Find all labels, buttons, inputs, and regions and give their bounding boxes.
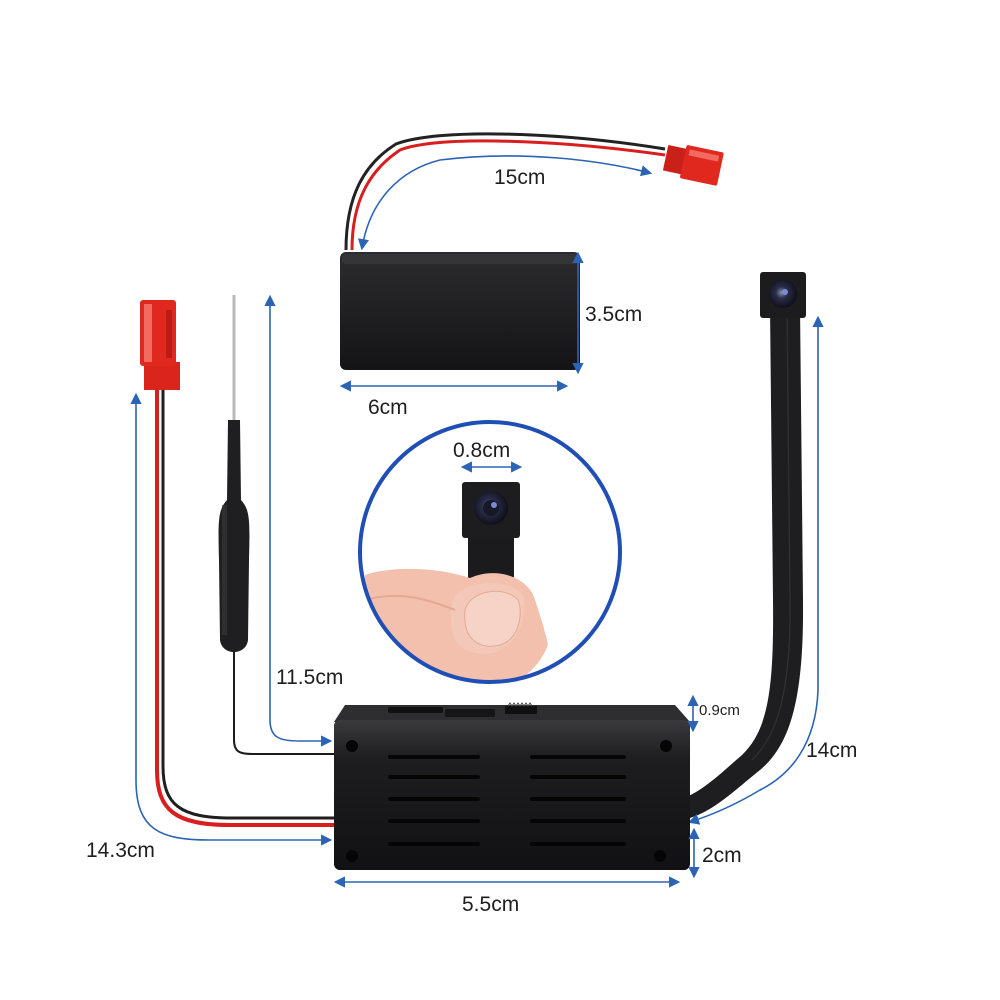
- antenna-dimension-curve: [269, 719, 333, 747]
- power-cable-red: [155, 388, 338, 827]
- power-cable-dimension-curve: [135, 779, 333, 846]
- battery-body: [340, 252, 580, 370]
- camera-ribbon-assembly: [680, 272, 806, 818]
- module-height-label: 2cm: [702, 844, 742, 867]
- module-thickness-label: 0.9cm: [699, 702, 740, 719]
- power-cable-black: [161, 388, 338, 820]
- zoom-circle-border: [358, 420, 622, 684]
- battery-connector: [662, 144, 724, 186]
- antenna-assembly: [218, 295, 336, 755]
- battery-assembly: [340, 132, 724, 370]
- ribbon-cable-length-label: 14cm: [806, 739, 857, 762]
- ribbon-cable: [680, 305, 804, 818]
- module-screw: [346, 740, 358, 752]
- module-vent-left: [388, 755, 480, 846]
- antenna-length-label: 11.5cm: [276, 666, 343, 689]
- battery-width-label: 6cm: [368, 396, 408, 419]
- power-connector: [140, 300, 180, 390]
- lens-width-label: 0.8cm: [453, 439, 510, 462]
- main-camera-module: [334, 702, 690, 870]
- battery-wire-dimension-line: [357, 155, 653, 251]
- module-body: [334, 720, 690, 870]
- module-screw: [660, 740, 672, 752]
- power-cable-assembly: [140, 300, 338, 827]
- battery-wire-red: [350, 139, 666, 251]
- module-width-label: 5.5cm: [462, 893, 519, 916]
- camera-zoom-inset: [358, 420, 622, 684]
- zoom-fingernail: [464, 590, 521, 647]
- battery-wire-black: [344, 132, 666, 251]
- ribbon-dimension-curve: [687, 689, 819, 825]
- module-screw: [346, 850, 358, 862]
- battery-height-label: 3.5cm: [585, 303, 642, 326]
- power-cable-length-label: 14.3cm: [86, 839, 155, 862]
- module-screw: [654, 850, 666, 862]
- module-vent-right: [530, 755, 626, 846]
- battery-wire-length-label: 15cm: [494, 166, 545, 189]
